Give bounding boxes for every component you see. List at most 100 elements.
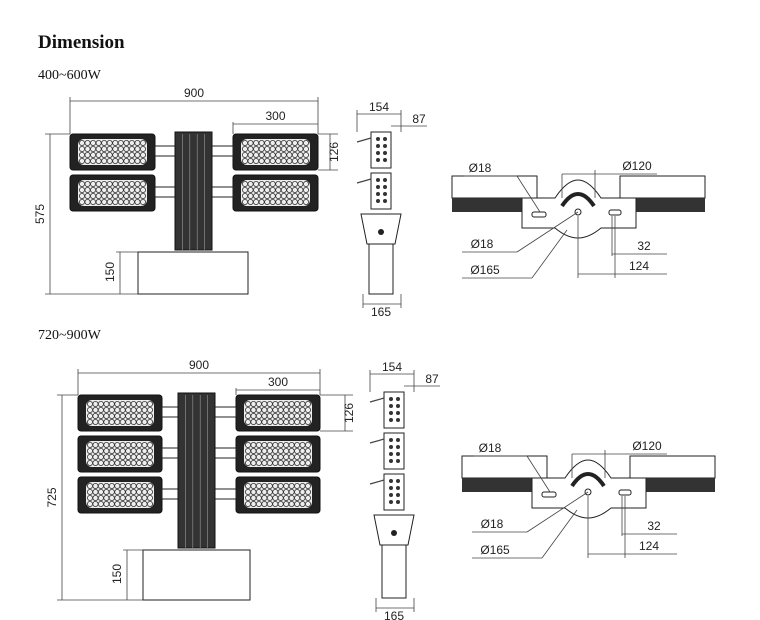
dimension-label: 165 [371, 305, 391, 319]
dimension-label: 900 [184, 86, 204, 100]
arm-bracket [214, 406, 237, 418]
fin-dot [376, 158, 380, 162]
led-module [232, 133, 319, 171]
dimension-label: Ø18 [469, 161, 492, 175]
fin-dot [389, 479, 393, 483]
led-chip [304, 441, 311, 448]
led-chip [146, 447, 153, 454]
led-chip [302, 151, 309, 158]
led-module [77, 394, 163, 432]
dimension-line [516, 175, 541, 213]
led-chip [146, 400, 153, 407]
fin-dot [376, 178, 380, 182]
led-chip [304, 500, 311, 507]
fin-dot [383, 178, 387, 182]
fin-dot [389, 438, 393, 442]
led-panel [241, 139, 310, 165]
fin-dot [383, 199, 387, 203]
module-side [370, 131, 392, 169]
dimension-label: Ø165 [470, 263, 500, 277]
slot-left [541, 491, 557, 498]
led-chip [302, 186, 309, 193]
led-chip [139, 145, 146, 152]
fin-dot [389, 397, 393, 401]
arm-bracket [214, 488, 237, 500]
led-chip [304, 494, 311, 501]
fin-dot [389, 418, 393, 422]
dimension-label: 150 [110, 564, 124, 584]
module-side [383, 391, 405, 429]
dimension-label: 165 [384, 609, 404, 620]
slot-right [608, 209, 622, 216]
dimension-label: 126 [327, 142, 341, 162]
led-chip [139, 198, 146, 205]
arm-bracket [211, 145, 234, 157]
fin-dot [396, 452, 400, 456]
arm-bracket [161, 488, 179, 500]
led-module [235, 476, 321, 514]
fin-dot [396, 459, 400, 463]
led-chip [146, 418, 153, 425]
arm-bracket [161, 406, 179, 418]
dimension-line [369, 397, 385, 403]
led-chip [139, 186, 146, 193]
module-side [370, 172, 392, 210]
fin-dot [389, 486, 393, 490]
fin-dot [396, 418, 400, 422]
led-chip [146, 488, 153, 495]
center-hole [574, 208, 582, 216]
led-panel [241, 180, 310, 206]
fin-dot [396, 486, 400, 490]
led-chip [139, 180, 146, 187]
bolt-hole [391, 530, 397, 536]
led-panel [244, 482, 312, 508]
mounting-base [142, 549, 251, 601]
driver-column [174, 131, 213, 251]
led-chip [304, 488, 311, 495]
fin-dot [376, 192, 380, 196]
fin-dot [389, 500, 393, 504]
arm-bracket [161, 447, 179, 459]
dimension-label: 87 [412, 112, 426, 126]
led-chip [139, 192, 146, 199]
led-panel [86, 400, 154, 426]
dimension-label: 154 [382, 360, 402, 374]
dimension-label: 150 [103, 262, 117, 282]
led-chip [146, 441, 153, 448]
arm-bracket [154, 186, 176, 198]
fin-dot [383, 144, 387, 148]
dimension-label: 154 [369, 100, 389, 114]
fin-dot [396, 404, 400, 408]
dimension-label: Ø120 [622, 159, 652, 173]
fins-right [635, 198, 705, 212]
dimension-label: 725 [45, 487, 59, 507]
fin-dot [396, 438, 400, 442]
led-module [232, 174, 319, 212]
dimension-label: 32 [637, 239, 651, 253]
pole-clamp [560, 192, 596, 208]
led-chip [139, 157, 146, 164]
fin-dot [383, 185, 387, 189]
led-chip [304, 400, 311, 407]
fins-left [452, 198, 522, 212]
dimension-label: 124 [639, 539, 659, 553]
led-chip [304, 418, 311, 425]
side-view: 154 87 165 [356, 100, 427, 319]
fin-dot [396, 493, 400, 497]
led-chip [304, 406, 311, 413]
module-side [383, 473, 405, 511]
fin-dot [389, 493, 393, 497]
led-chip [302, 198, 309, 205]
dimension-label: 124 [629, 259, 649, 273]
dimension-line [369, 438, 385, 444]
dimension-label: Ø120 [632, 439, 662, 453]
led-chip [304, 447, 311, 454]
module-top-right [629, 455, 716, 479]
led-panel [244, 441, 312, 467]
fin-dot [376, 199, 380, 203]
fin-dot [383, 192, 387, 196]
dimension-label: 126 [342, 403, 356, 423]
led-module [77, 435, 163, 473]
dimension-label: 32 [647, 519, 661, 533]
